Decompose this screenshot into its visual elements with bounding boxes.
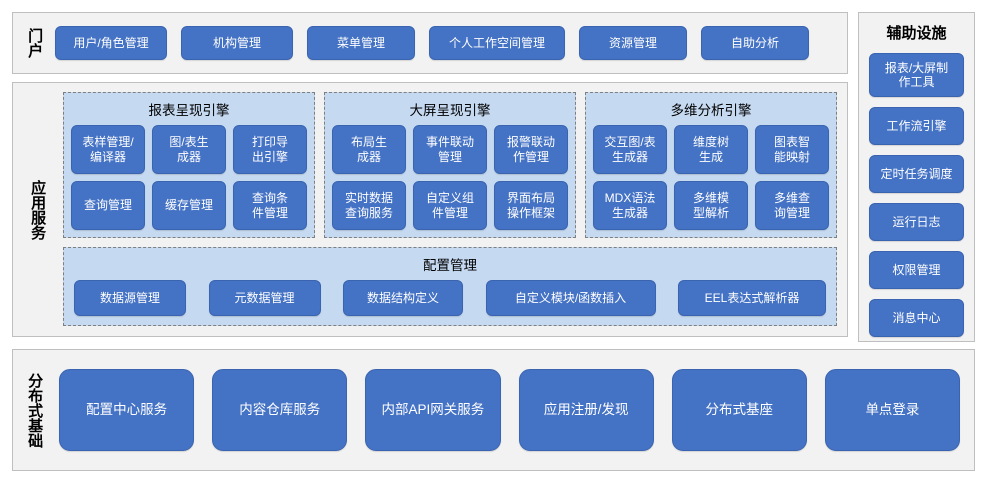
engine-title-0: 报表呈现引擎 bbox=[148, 103, 230, 118]
base-node-0[interactable]: 配置中心服务 bbox=[59, 369, 195, 451]
portal-node-row: 用户/角色管理机构管理菜单管理个人工作空间管理资源管理自助分析 bbox=[55, 13, 839, 73]
aux-node-1[interactable]: 工作流引擎 bbox=[869, 107, 964, 145]
engine-1-node-1[interactable]: 事件联动 管理 bbox=[413, 125, 487, 174]
base-node-5[interactable]: 单点登录 bbox=[824, 369, 961, 451]
engine-group-2: 多维分析引擎交互图/表 生成器维度树 生成图表智 能映射 MDX语法 生成器多维模… bbox=[585, 92, 837, 238]
engine-2-node-2[interactable]: 图表智 能映射 bbox=[755, 125, 829, 174]
configuration-management-group: 配置管理 数据源管理元数据管理数据结构定义自定义模块/函数插入 EEL表达式解析器 bbox=[63, 247, 837, 326]
engine-0-node-4[interactable]: 缓存管理 bbox=[152, 181, 226, 230]
engine-0-node-2[interactable]: 打印导 出引擎 bbox=[233, 125, 307, 174]
portal-tier-label: 门户 bbox=[26, 28, 44, 58]
engine-group-0: 报表呈现引擎表样管理/ 编译器图/表生 成器打印导 出引擎查询管理缓存管理查询条… bbox=[63, 92, 315, 238]
portal-tier-panel: 门户 用户/角色管理机构管理菜单管理个人工作空间管理资源管理自助分析 bbox=[12, 12, 848, 74]
portal-node-2[interactable]: 菜单管理 bbox=[307, 26, 415, 60]
portal-node-0[interactable]: 用户/角色管理 bbox=[55, 26, 167, 60]
base-node-4[interactable]: 分布式基座 bbox=[671, 369, 807, 451]
engine-0-node-1[interactable]: 图/表生 成器 bbox=[152, 125, 226, 174]
portal-node-3[interactable]: 个人工作空间管理 bbox=[429, 26, 565, 60]
portal-node-1[interactable]: 机构管理 bbox=[181, 26, 293, 60]
aux-node-4[interactable]: 权限管理 bbox=[869, 251, 964, 289]
aux-node-3[interactable]: 运行日志 bbox=[869, 203, 964, 241]
auxiliary-facilities-panel: 辅助设施 报表/大屏制 作工具工作流引擎定时任务调度运行日志权限管理消息中心 bbox=[858, 12, 975, 342]
auxiliary-facilities-title: 辅助设施 bbox=[886, 25, 947, 42]
application-services-body: 报表呈现引擎表样管理/ 编译器图/表生 成器打印导 出引擎查询管理缓存管理查询条… bbox=[61, 83, 847, 336]
aux-node-0[interactable]: 报表/大屏制 作工具 bbox=[869, 53, 964, 97]
config-node-1[interactable]: 元数据管理 bbox=[208, 280, 321, 316]
engine-grid-0: 表样管理/ 编译器图/表生 成器打印导 出引擎查询管理缓存管理查询条 件管理 bbox=[71, 125, 307, 230]
configuration-management-row: 数据源管理元数据管理数据结构定义自定义模块/函数插入 EEL表达式解析器 bbox=[74, 280, 826, 316]
config-node-4[interactable]: EEL表达式解析器 bbox=[678, 280, 826, 316]
engine-0-node-0[interactable]: 表样管理/ 编译器 bbox=[71, 125, 145, 174]
config-node-2[interactable]: 数据结构定义 bbox=[343, 280, 463, 316]
aux-node-5[interactable]: 消息中心 bbox=[869, 299, 964, 337]
engine-grid-2: 交互图/表 生成器维度树 生成图表智 能映射 MDX语法 生成器多维模 型解析多维… bbox=[593, 125, 829, 230]
engine-2-node-5[interactable]: 多维查 询管理 bbox=[755, 181, 829, 230]
distributed-base-tier-label: 分布式基础 bbox=[26, 372, 44, 448]
engine-2-node-0[interactable]: 交互图/表 生成器 bbox=[593, 125, 667, 174]
engine-1-node-0[interactable]: 布局生 成器 bbox=[332, 125, 406, 174]
portal-node-5[interactable]: 自助分析 bbox=[701, 26, 809, 60]
engine-0-node-5[interactable]: 查询条 件管理 bbox=[233, 181, 307, 230]
base-node-2[interactable]: 内部API网关服务 bbox=[365, 369, 501, 451]
config-node-0[interactable]: 数据源管理 bbox=[74, 280, 186, 316]
base-node-3[interactable]: 应用注册/发现 bbox=[518, 369, 654, 451]
engine-title-1: 大屏呈现引擎 bbox=[409, 103, 491, 118]
distributed-base-tier-panel: 分布式基础 配置中心服务内容仓库服务内部API网关服务应用注册/发现分布式基座单… bbox=[12, 349, 975, 471]
auxiliary-facilities-list: 报表/大屏制 作工具工作流引擎定时任务调度运行日志权限管理消息中心 bbox=[869, 53, 964, 337]
aux-node-2[interactable]: 定时任务调度 bbox=[869, 155, 964, 193]
engine-group-1: 大屏呈现引擎布局生 成器事件联动 管理报警联动 作管理实时数据 查询服务自定义组… bbox=[324, 92, 576, 238]
engine-2-node-1[interactable]: 维度树 生成 bbox=[674, 125, 748, 174]
engine-grid-1: 布局生 成器事件联动 管理报警联动 作管理实时数据 查询服务自定义组 件管理界面… bbox=[332, 125, 568, 230]
engine-2-node-3[interactable]: MDX语法 生成器 bbox=[593, 181, 667, 230]
distributed-base-node-row: 配置中心服务内容仓库服务内部API网关服务应用注册/发现分布式基座单点登录 bbox=[55, 350, 974, 470]
portal-node-4[interactable]: 资源管理 bbox=[579, 26, 687, 60]
engine-title-2: 多维分析引擎 bbox=[670, 103, 752, 118]
engine-2-node-4[interactable]: 多维模 型解析 bbox=[674, 181, 748, 230]
engine-1-node-4[interactable]: 自定义组 件管理 bbox=[413, 181, 487, 230]
engine-0-node-3[interactable]: 查询管理 bbox=[71, 181, 145, 230]
application-services-tier-panel: 应用服务 报表呈现引擎表样管理/ 编译器图/表生 成器打印导 出引擎查询管理缓存… bbox=[12, 82, 848, 337]
config-node-3[interactable]: 自定义模块/函数插入 bbox=[485, 280, 656, 316]
engine-1-node-5[interactable]: 界面布局 操作框架 bbox=[494, 181, 568, 230]
application-services-tier-label: 应用服务 bbox=[29, 179, 47, 240]
base-node-1[interactable]: 内容仓库服务 bbox=[212, 369, 348, 451]
engine-1-node-2[interactable]: 报警联动 作管理 bbox=[494, 125, 568, 174]
engine-1-node-3[interactable]: 实时数据 查询服务 bbox=[332, 181, 406, 230]
engines-row: 报表呈现引擎表样管理/ 编译器图/表生 成器打印导 出引擎查询管理缓存管理查询条… bbox=[63, 92, 837, 238]
configuration-management-title: 配置管理 bbox=[423, 258, 477, 273]
